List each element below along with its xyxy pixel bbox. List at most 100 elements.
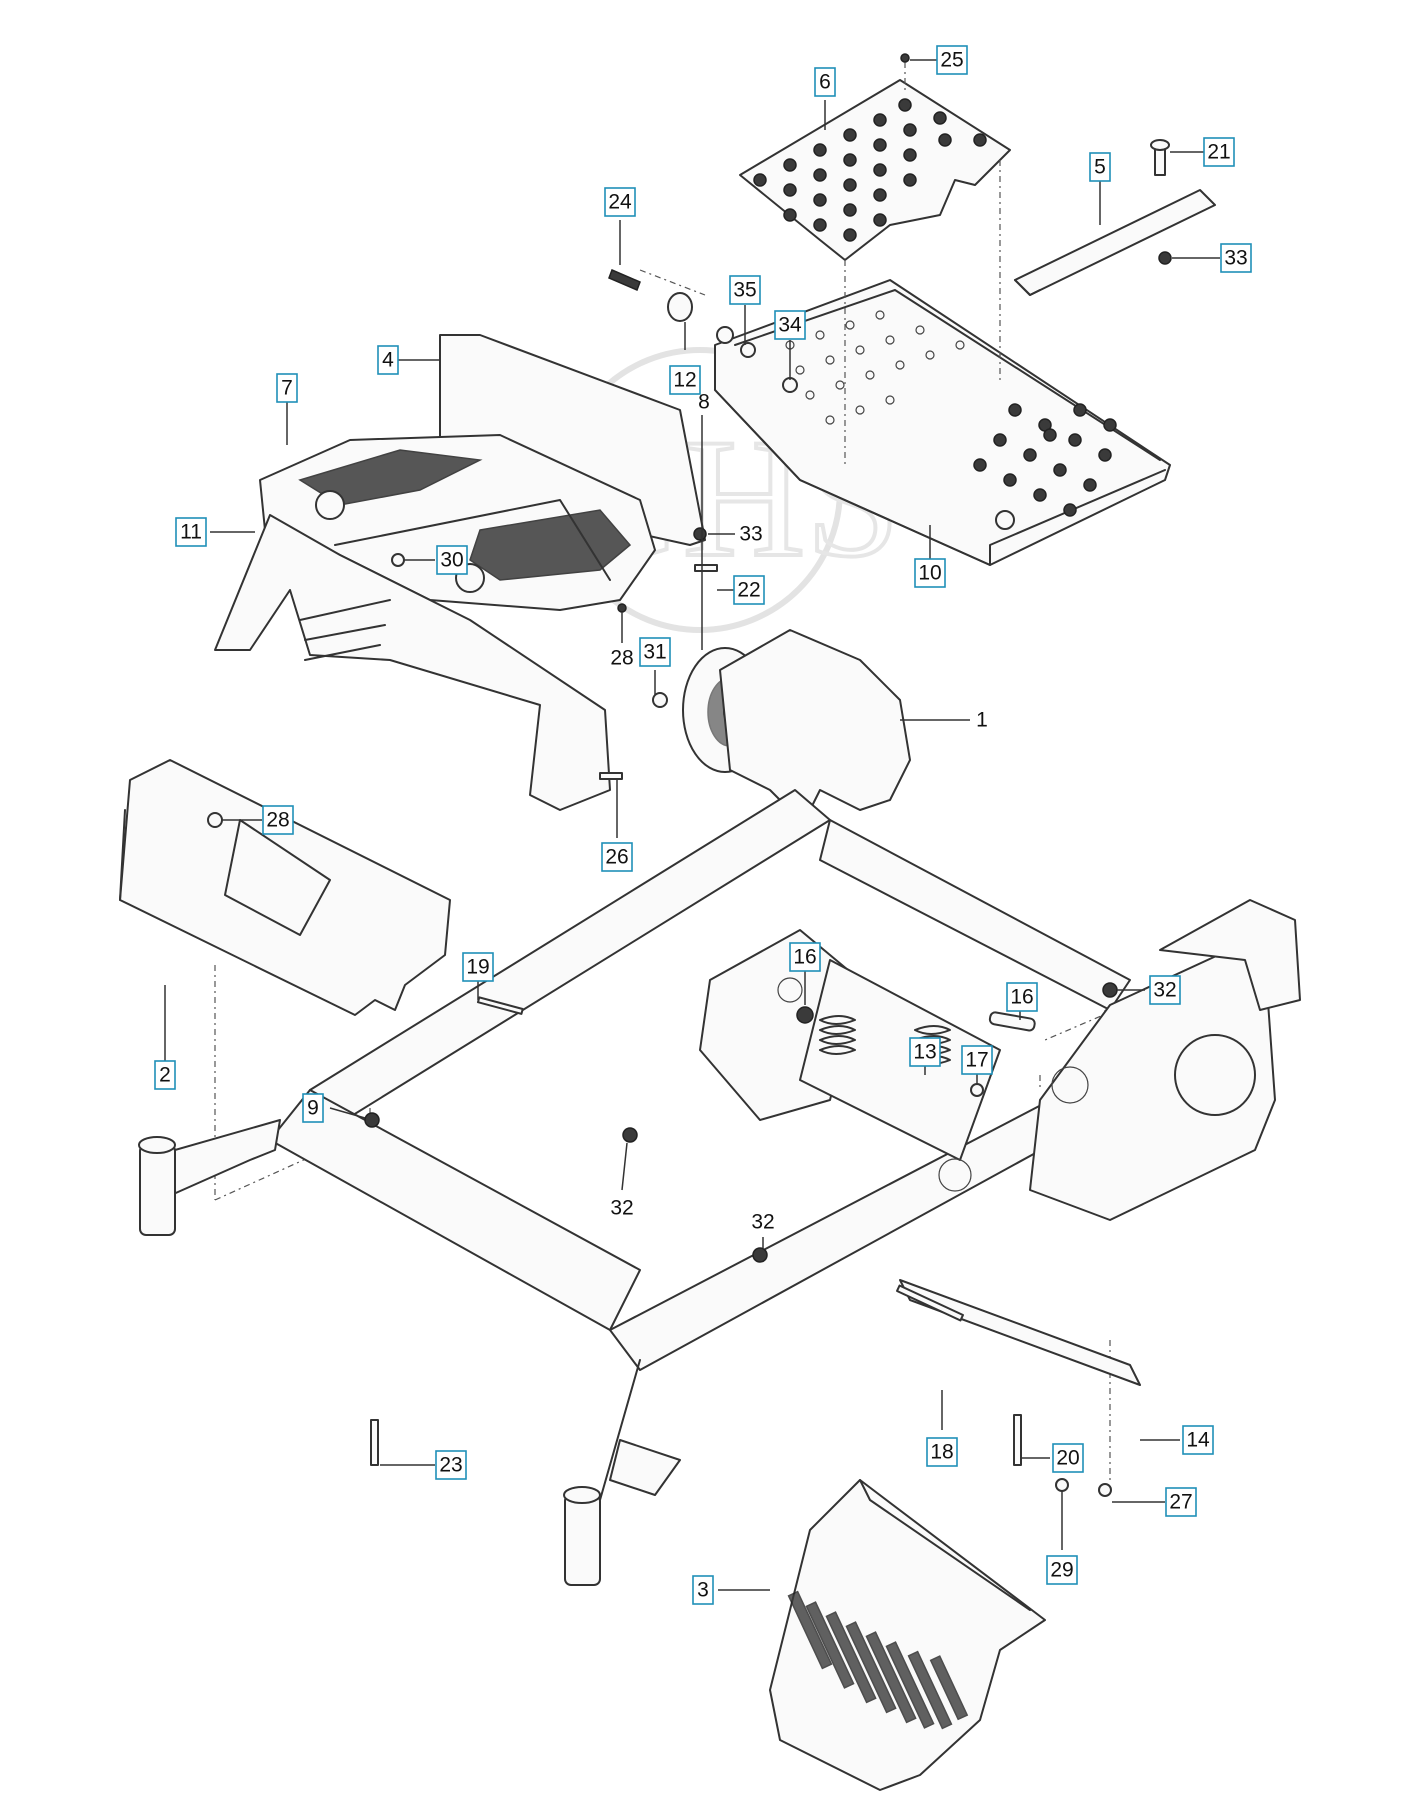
part-13-springs (819, 1015, 951, 1065)
part-28-screw-upper (617, 603, 627, 613)
callout-label: 28 (610, 647, 633, 670)
callout-c30: 30 (436, 545, 468, 575)
callout-c5: 5 (1089, 152, 1111, 182)
callout-c6: 6 (814, 67, 836, 97)
part-9-nut (364, 1112, 380, 1128)
leader-lines (164, 59, 1220, 1591)
callout-c20: 20 (1052, 1443, 1084, 1473)
callout-c17: 17 (961, 1045, 993, 1075)
callout-label: 11 (180, 521, 202, 544)
callout-box (914, 558, 946, 588)
callout-label: 16 (1010, 986, 1033, 1009)
callout-label: 34 (778, 314, 802, 337)
callout-box (1182, 1425, 1214, 1455)
part-12-spacer (667, 292, 693, 322)
callout-c13: 13 (909, 1037, 941, 1067)
callout-label: 26 (605, 846, 628, 869)
callout-c11: 11 (175, 517, 207, 547)
callout-label: 24 (608, 191, 632, 214)
part-30-nut (391, 553, 405, 567)
callout-label: 31 (643, 641, 666, 664)
callout-c18: 18 (926, 1437, 958, 1467)
callout-label: 18 (930, 1441, 953, 1464)
callout-c19: 19 (462, 952, 494, 982)
callout-box (774, 310, 806, 340)
callout-label: 33 (1224, 247, 1247, 270)
callout-c12: 12 (669, 365, 701, 395)
callout-c22: 22 (733, 575, 765, 605)
callout-c32a: 32 (1149, 975, 1181, 1005)
callout-c28a: 28 (262, 805, 294, 835)
callout-label: 12 (673, 369, 696, 392)
callout-box (435, 1450, 467, 1480)
part-1-main-frame (138, 629, 1301, 1586)
callout-box (601, 842, 633, 872)
callout-label: 32 (751, 1211, 774, 1234)
callout-label: 9 (307, 1097, 319, 1120)
part-31-nut (652, 692, 668, 708)
callout-label: 6 (819, 71, 831, 94)
callout-box (789, 942, 821, 972)
callout-c23: 23 (435, 1450, 467, 1480)
part-34-bushing (782, 377, 798, 393)
alignment-lines (214, 62, 1116, 1480)
part-10-seat-tray (714, 279, 1171, 566)
callout-box (276, 373, 298, 403)
callout-label: 16 (793, 946, 816, 969)
callout-box (692, 1575, 714, 1605)
part-7-seat-cowl (259, 434, 656, 611)
callout-label: 8 (698, 391, 710, 414)
callout-label: 32 (1153, 979, 1176, 1002)
fasteners (207, 53, 1172, 1497)
part-25-screw (900, 53, 910, 63)
callout-box (175, 517, 207, 547)
part-3-grille-cover (769, 1479, 1046, 1791)
part-35-washer (740, 342, 756, 358)
callout-label: 10 (918, 562, 941, 585)
callout-box (669, 365, 701, 395)
callout-box (733, 575, 765, 605)
callout-label: 33 (739, 523, 762, 546)
callout-label: 27 (1169, 1491, 1192, 1514)
callout-box (814, 67, 836, 97)
callout-c1: 1 (976, 709, 988, 732)
callout-box (462, 952, 494, 982)
callout-c3: 3 (692, 1575, 714, 1605)
callout-label: 2 (159, 1064, 171, 1087)
part-18-bolt (896, 1284, 964, 1322)
callout-c14: 14 (1182, 1425, 1214, 1455)
callout-label: 7 (281, 377, 293, 400)
part-2-cover (119, 759, 451, 1016)
part-27-bolt (1098, 1483, 1112, 1497)
callout-label: 25 (940, 49, 963, 72)
part-33-nut-upper (1158, 251, 1172, 265)
part-28-screw-lower (207, 812, 223, 828)
callout-label: 21 (1207, 141, 1230, 164)
callout-c10: 10 (914, 558, 946, 588)
callout-c33b: 33 (739, 523, 762, 546)
callout-c21: 21 (1203, 137, 1235, 167)
part-6-top-plate (739, 79, 1011, 261)
callout-c8: 8 (698, 391, 710, 414)
callout-box (909, 1037, 941, 1067)
part-24-bolt (608, 269, 641, 291)
callout-label: 29 (1050, 1559, 1073, 1582)
callout-box (154, 1060, 176, 1090)
part-32-nut-lower (752, 1247, 768, 1263)
part-20-bolt (1013, 1414, 1022, 1466)
callout-label: 1 (976, 709, 988, 732)
callout-box (729, 275, 761, 305)
part-26-bolt (599, 772, 623, 780)
callout-label: 22 (737, 579, 760, 602)
callout-label: 32 (610, 1197, 633, 1220)
callout-box (1165, 1487, 1197, 1517)
callout-box (436, 545, 468, 575)
callout-c31: 31 (639, 637, 671, 667)
part-17-washer (970, 1083, 984, 1097)
callout-box (936, 45, 968, 75)
callout-box (1052, 1443, 1084, 1473)
callout-box (1149, 975, 1181, 1005)
callout-box (1203, 137, 1235, 167)
front-tube-right (563, 1486, 601, 1586)
part-32-nut-upper (1102, 982, 1118, 998)
